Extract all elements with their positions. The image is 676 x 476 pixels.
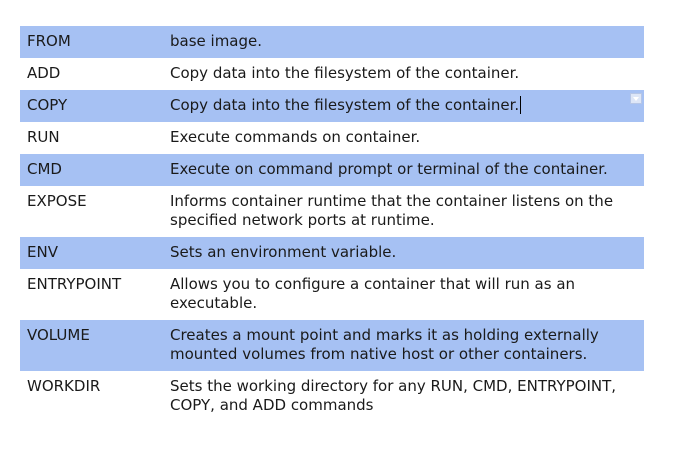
table-row-add: ADD Copy data into the filesystem of the…	[20, 58, 644, 90]
instruction-name: FROM	[27, 32, 71, 50]
instruction-name: ENV	[27, 243, 58, 261]
instruction-description-editable[interactable]: Copy data into the filesystem of the con…	[170, 96, 644, 115]
table-row-run: RUN Execute commands on container.	[20, 122, 644, 154]
instruction-description: Sets an environment variable.	[170, 243, 397, 261]
instruction-name: WORKDIR	[27, 377, 101, 395]
instruction-description: Creates a mount point and marks it as ho…	[170, 326, 599, 363]
instruction-name: COPY	[27, 96, 68, 114]
table-row-cmd: CMD Execute on command prompt or termina…	[20, 154, 644, 186]
instruction-description: Allows you to configure a container that…	[170, 275, 576, 312]
instruction-description: Sets the working directory for any RUN, …	[170, 377, 617, 414]
text-cursor	[520, 96, 522, 114]
instruction-description-text: Copy data into the filesystem of the con…	[170, 96, 520, 114]
table-row-expose: EXPOSE Informs container runtime that th…	[20, 186, 644, 237]
table-row-workdir: WORKDIR Sets the working directory for a…	[20, 371, 644, 422]
instruction-name: CMD	[27, 160, 62, 178]
instruction-description: base image.	[170, 32, 263, 50]
dropdown-arrow-icon[interactable]	[630, 93, 642, 104]
table-row-copy[interactable]: COPY Copy data into the filesystem of th…	[20, 90, 644, 122]
table-row-volume: VOLUME Creates a mount point and marks i…	[20, 320, 644, 371]
instruction-description: Execute commands on container.	[170, 128, 421, 146]
table-row-entrypoint: ENTRYPOINT Allows you to configure a con…	[20, 269, 644, 320]
instruction-description: Copy data into the filesystem of the con…	[170, 64, 520, 82]
instruction-name: VOLUME	[27, 326, 90, 344]
instruction-name: RUN	[27, 128, 60, 146]
instruction-name: ENTRYPOINT	[27, 275, 122, 293]
instruction-description: Informs container runtime that the conta…	[170, 192, 614, 229]
instruction-name: ADD	[27, 64, 61, 82]
instruction-name: EXPOSE	[27, 192, 87, 210]
instruction-description: Execute on command prompt or terminal of…	[170, 160, 608, 178]
table-row-from: FROM base image.	[20, 26, 644, 58]
dockerfile-instructions-table: FROM base image. ADD Copy data into the …	[20, 26, 644, 422]
table-row-env: ENV Sets an environment variable.	[20, 237, 644, 269]
